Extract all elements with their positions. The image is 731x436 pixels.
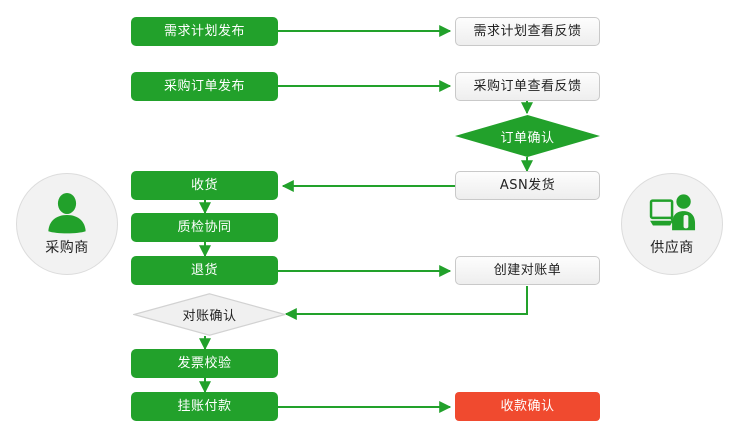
node-quality-collab[interactable]: 质检协同 — [131, 213, 278, 242]
node-label: 发票校验 — [177, 356, 232, 371]
actor-supplier: 供应商 — [621, 173, 723, 275]
node-po-feedback[interactable]: 采购订单查看反馈 — [455, 72, 600, 101]
node-label: 采购订单查看反馈 — [473, 79, 582, 94]
person-at-computer-icon — [649, 192, 696, 236]
node-statement-confirm[interactable]: 对账确认 — [133, 293, 286, 336]
node-order-confirm[interactable]: 订单确认 — [455, 115, 600, 157]
node-label: 收货 — [190, 178, 218, 193]
node-asn-shipment[interactable]: ASN发货 — [455, 171, 600, 200]
node-invoice-verify[interactable]: 发票校验 — [131, 349, 278, 378]
node-label: 质检协同 — [177, 220, 232, 235]
node-label: 收款确认 — [500, 399, 555, 414]
actor-buyer-label: 采购商 — [45, 239, 89, 256]
node-label: 订单确认 — [500, 130, 555, 146]
node-label: 对账确认 — [182, 309, 237, 324]
node-payment-posting[interactable]: 挂账付款 — [131, 392, 278, 421]
actor-supplier-label: 供应商 — [650, 239, 694, 256]
node-label: 创建对账单 — [493, 263, 562, 278]
node-create-statement[interactable]: 创建对账单 — [455, 256, 600, 285]
node-label: 需求计划查看反馈 — [473, 24, 582, 39]
node-label: 需求计划发布 — [163, 24, 245, 39]
node-po-publish[interactable]: 采购订单发布 — [131, 72, 278, 101]
node-demand-plan-publish[interactable]: 需求计划发布 — [131, 17, 278, 46]
node-goods-receipt[interactable]: 收货 — [131, 171, 278, 200]
node-label: 采购订单发布 — [163, 79, 245, 94]
node-demand-plan-feedback[interactable]: 需求计划查看反馈 — [455, 17, 600, 46]
actor-buyer: 采购商 — [16, 173, 118, 275]
node-label: 挂账付款 — [177, 399, 232, 414]
node-receipt-confirm[interactable]: 收款确认 — [455, 392, 600, 421]
node-label: 退货 — [190, 263, 218, 278]
node-label: ASN发货 — [499, 178, 556, 193]
node-return-goods[interactable]: 退货 — [131, 256, 278, 285]
person-icon — [44, 192, 90, 236]
